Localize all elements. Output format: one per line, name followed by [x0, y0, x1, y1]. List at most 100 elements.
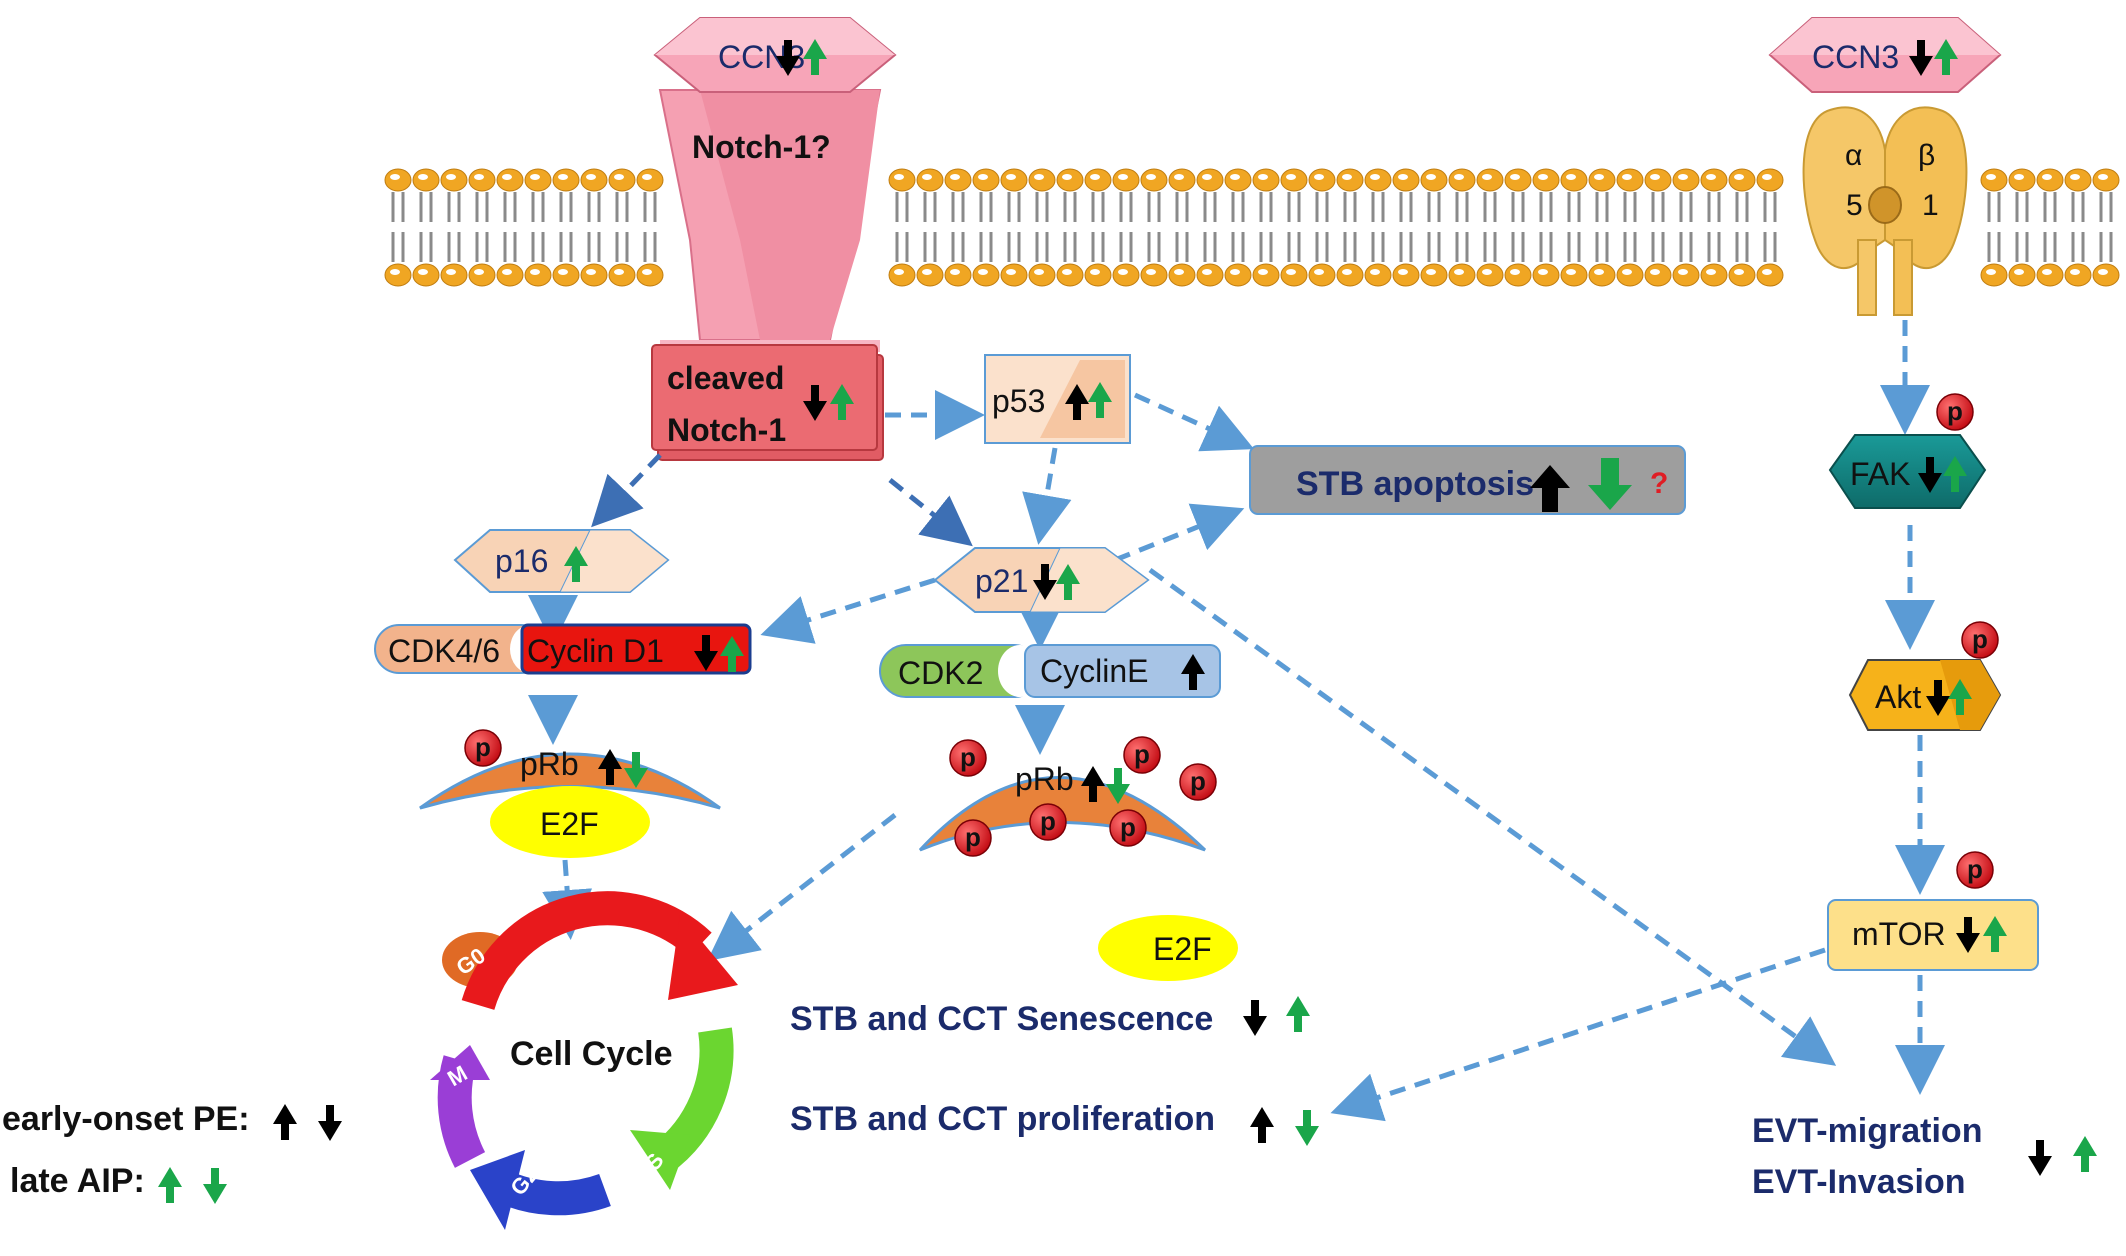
- lipid-head: [972, 263, 1000, 287]
- lipid-tail: [1427, 192, 1441, 222]
- lipid-head: [1308, 263, 1336, 287]
- integrin-receptor: [1802, 106, 1968, 316]
- g1-arc-red: [461, 891, 712, 1011]
- lipid-tail: [1987, 232, 2001, 262]
- lipid-tail: [1707, 192, 1721, 222]
- phospho-label: p: [1947, 396, 1963, 426]
- g1-arrowhead: [668, 915, 738, 1000]
- lipid-tail: [1315, 192, 1329, 222]
- lipid-head-highlight: [586, 174, 596, 180]
- lipid-tail: [1511, 192, 1525, 222]
- lipid-tail: [2071, 192, 2085, 222]
- lipid-tail: [1203, 232, 1217, 262]
- lipid-head-highlight: [1062, 174, 1072, 180]
- mtor-label: mTOR: [1852, 916, 1946, 952]
- lipid-head: [1476, 263, 1504, 287]
- phospho-label: p: [1134, 739, 1150, 769]
- lipid-head: [496, 263, 524, 287]
- lipid-head: [1644, 168, 1672, 192]
- phospho-circle: [1956, 851, 1994, 889]
- lipid-head-highlight: [1398, 269, 1408, 275]
- lipid-head-highlight: [1650, 174, 1660, 180]
- prb-right-label: pRb: [1015, 761, 1074, 797]
- phospho-label: p: [1120, 812, 1136, 842]
- lipid-tail: [1091, 232, 1105, 262]
- lipid-head: [1056, 263, 1084, 287]
- cdk46-label: CDK4/6: [388, 633, 500, 669]
- lipid-head: [468, 263, 496, 287]
- lipid-head-highlight: [894, 269, 904, 275]
- lipid-tail: [1119, 192, 1133, 222]
- cleaved-notch-label: Notch-1: [667, 412, 786, 448]
- lipid-head-highlight: [1090, 269, 1100, 275]
- lipid-tail: [1119, 232, 1133, 262]
- lipid-head-highlight: [390, 174, 400, 180]
- e2f-left: [490, 786, 650, 858]
- cell-cycle-diagram: [430, 891, 738, 1230]
- evt-invasion-label: EVT-Invasion: [1752, 1163, 1966, 1201]
- evt-migration-label: EVT-migration: [1752, 1112, 1982, 1150]
- lipid-head: [1588, 168, 1616, 192]
- cleaved-label: cleaved: [667, 360, 784, 396]
- lipid-head: [1280, 168, 1308, 192]
- lipid-head-highlight: [390, 269, 400, 275]
- lipid-head-highlight: [1762, 269, 1772, 275]
- lipid-head: [1196, 168, 1224, 192]
- lipid-head-highlight: [1454, 174, 1464, 180]
- cycline-label: CyclinE: [1040, 653, 1148, 689]
- lipid-head-highlight: [1370, 174, 1380, 180]
- lipid-head: [1392, 168, 1420, 192]
- lipid-head-highlight: [1566, 269, 1576, 275]
- lipid-head-highlight: [1706, 174, 1716, 180]
- lipid-head-highlight: [950, 269, 960, 275]
- lipid-tail: [475, 192, 489, 222]
- cell-membrane: [384, 168, 2120, 287]
- lipid-head: [1588, 263, 1616, 287]
- lipid-tail: [1399, 232, 1413, 262]
- lipid-head-highlight: [2070, 269, 2080, 275]
- lipid-head-highlight: [642, 174, 652, 180]
- lipid-tail: [1315, 232, 1329, 262]
- lipid-head: [2036, 168, 2064, 192]
- dashed-connectors: [528, 320, 1945, 1122]
- lipid-head: [1224, 168, 1252, 192]
- lipid-head: [1420, 168, 1448, 192]
- lipid-head: [2092, 263, 2120, 287]
- lipid-tail: [447, 192, 461, 222]
- lipid-tail: [1035, 192, 1049, 222]
- lipid-head: [1308, 168, 1336, 192]
- lipid-tail: [391, 232, 405, 262]
- lipid-head-highlight: [1594, 269, 1604, 275]
- lipid-head: [1252, 168, 1280, 192]
- lipid-head-highlight: [2098, 269, 2108, 275]
- lipid-head: [972, 168, 1000, 192]
- lipid-tail: [1203, 192, 1217, 222]
- lipid-head-highlight: [446, 269, 456, 275]
- lipid-head: [1504, 168, 1532, 192]
- lipid-head: [1140, 263, 1168, 287]
- lipid-tail: [1623, 232, 1637, 262]
- lipid-head-highlight: [1454, 269, 1464, 275]
- lipid-head-highlight: [1118, 269, 1128, 275]
- question-mark: ?: [1650, 467, 1668, 500]
- lipid-head-highlight: [978, 269, 988, 275]
- lipid-head-highlight: [1650, 269, 1660, 275]
- alpha-number: 5: [1846, 189, 1863, 222]
- p16-hexagon: [453, 529, 670, 593]
- lipid-head: [1336, 263, 1364, 287]
- lipid-head-highlight: [1286, 174, 1296, 180]
- lipid-head: [1028, 168, 1056, 192]
- lipid-tail: [587, 192, 601, 222]
- lipid-head: [524, 263, 552, 287]
- lipid-head: [1728, 168, 1756, 192]
- lipid-head: [888, 168, 916, 192]
- lipid-head: [412, 263, 440, 287]
- lipid-head: [1448, 263, 1476, 287]
- phospho-circle: [1961, 621, 1999, 659]
- lipid-head: [384, 263, 412, 287]
- lipid-head: [1364, 263, 1392, 287]
- lipid-head-highlight: [2070, 174, 2080, 180]
- lipid-head: [1112, 168, 1140, 192]
- beta-number: 1: [1922, 189, 1939, 222]
